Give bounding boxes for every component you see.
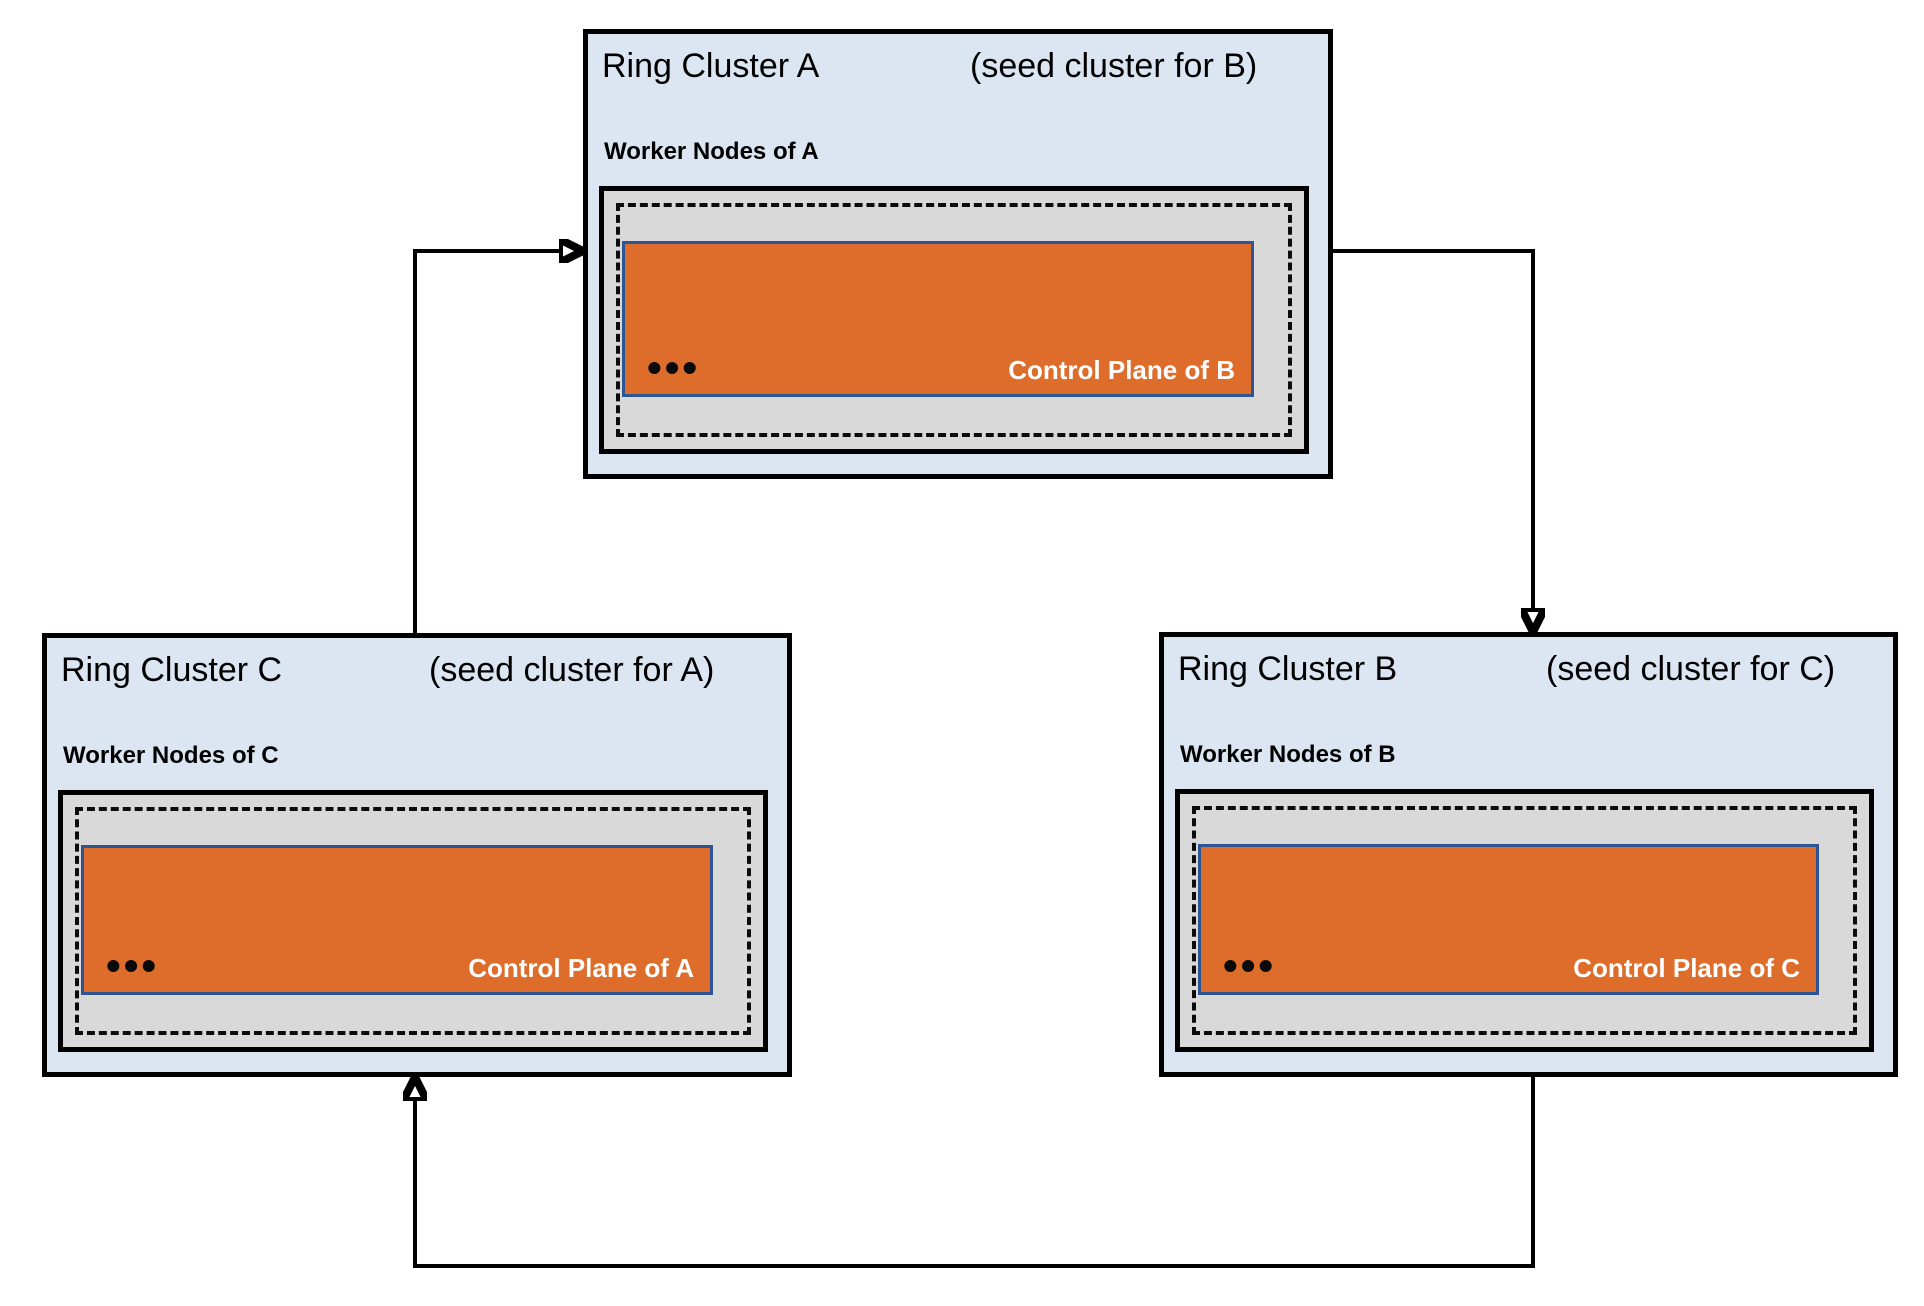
ring-cluster-b: Ring Cluster B (seed cluster for C) Work… — [1159, 632, 1898, 1077]
arrow-a-to-b-icon — [1333, 249, 1533, 608]
dashed-boundary-a — [616, 203, 1292, 437]
worker-node-pool-a: ••• Control Plane of B — [599, 186, 1309, 454]
cluster-a-seed-note: (seed cluster for B) — [970, 47, 1258, 85]
control-plane-of-c: ••• Control Plane of C — [1198, 844, 1819, 995]
control-plane-label: Control Plane of C — [1573, 953, 1800, 983]
control-plane-of-b: ••• Control Plane of B — [622, 241, 1254, 397]
control-plane-of-a: ••• Control Plane of A — [81, 845, 713, 995]
cluster-b-seed-note: (seed cluster for C) — [1546, 650, 1836, 688]
ellipsis-dots: ••• — [647, 343, 701, 391]
worker-node-pool-c: ••• Control Plane of A — [58, 790, 768, 1052]
dashed-boundary-c — [75, 807, 751, 1035]
cluster-a-name: Ring Cluster A — [602, 47, 820, 85]
cluster-a-title: Ring Cluster A (seed cluster for B) — [602, 46, 1318, 87]
arrow-c-to-a-icon — [413, 251, 559, 633]
cluster-c-name: Ring Cluster C — [61, 651, 283, 689]
worker-nodes-label-c: Worker Nodes of C — [63, 742, 279, 769]
worker-nodes-label-a: Worker Nodes of A — [604, 138, 819, 165]
ring-cluster-a: Ring Cluster A (seed cluster for B) Work… — [583, 29, 1333, 479]
dashed-boundary-b — [1192, 806, 1857, 1035]
worker-nodes-label-b: Worker Nodes of B — [1180, 741, 1396, 768]
worker-node-pool-b: ••• Control Plane of C — [1175, 789, 1874, 1052]
control-plane-label: Control Plane of A — [468, 953, 694, 983]
cluster-b-title: Ring Cluster B (seed cluster for C) — [1178, 649, 1883, 690]
control-plane-label: Control Plane of B — [1008, 355, 1235, 385]
cluster-c-seed-note: (seed cluster for A) — [429, 651, 715, 689]
ellipsis-dots: ••• — [1223, 941, 1277, 989]
arrow-b-to-c-icon — [415, 1077, 1535, 1268]
cluster-c-title: Ring Cluster C (seed cluster for A) — [61, 650, 777, 691]
ring-cluster-c: Ring Cluster C (seed cluster for A) Work… — [42, 633, 792, 1077]
cluster-b-name: Ring Cluster B — [1178, 650, 1398, 688]
ellipsis-dots: ••• — [106, 941, 160, 989]
